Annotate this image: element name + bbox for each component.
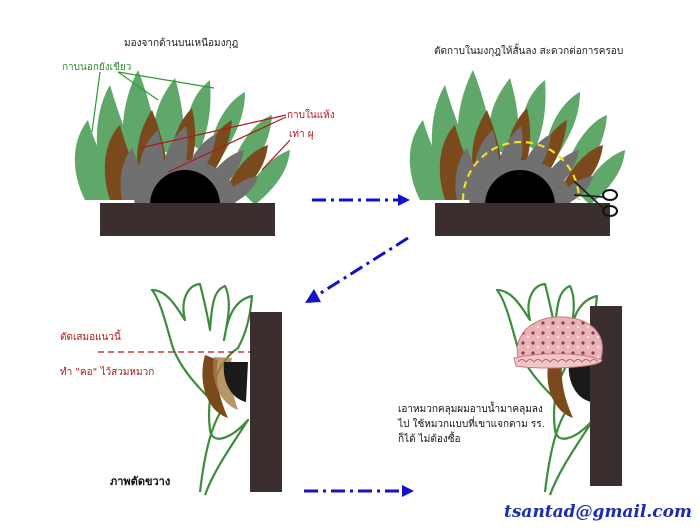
cap-note: เอาหมวกคลุมผมอาบน้ำมาคลุมลงไป ใช้หมวกแบบ… [398, 404, 545, 445]
cross-section-tuft [202, 355, 228, 418]
crown-center [150, 170, 220, 205]
outer-petals-label: กาบนอกยังเขียว [62, 62, 132, 73]
shower-cap-icon [513, 316, 603, 369]
inner-petal-leaders [139, 114, 291, 173]
inner-petals-label-1: กาบในแห้ง [287, 110, 335, 121]
cross-section-outline [150, 282, 254, 496]
cut-title: ตัดกาบในมงกุฎให้สั้นลง สะดวกต่อการครอบ [434, 46, 624, 57]
stem-side-left [250, 312, 282, 492]
cross-section-label: ภาพตัดขวาง [110, 475, 171, 488]
cut-view-plant [409, 70, 625, 236]
cut-line-label: ตัดเสมอแนวนี้ [60, 332, 121, 343]
top-view-plant [74, 70, 290, 236]
cross-section-plant-right [495, 282, 622, 496]
arrow-right-bottom [304, 485, 414, 497]
neck-label: ทำ "คอ" ไว้สวมหมวก [60, 367, 155, 378]
scissors-icon [573, 180, 618, 217]
arrow-right-top [312, 194, 410, 206]
outer-petal-leaders [91, 71, 215, 133]
stem-base [100, 203, 275, 236]
cut-circle-guide [461, 140, 581, 201]
top-view-title: มองจากด้านบนเหนือมงกุฎ [124, 38, 239, 49]
arrow-diagonal [305, 236, 409, 303]
cross-section-plant-left [98, 282, 282, 496]
author-email: tsantad@gmail.com [504, 502, 692, 522]
inner-petals-label-2: เท่า ผุ [289, 129, 314, 140]
